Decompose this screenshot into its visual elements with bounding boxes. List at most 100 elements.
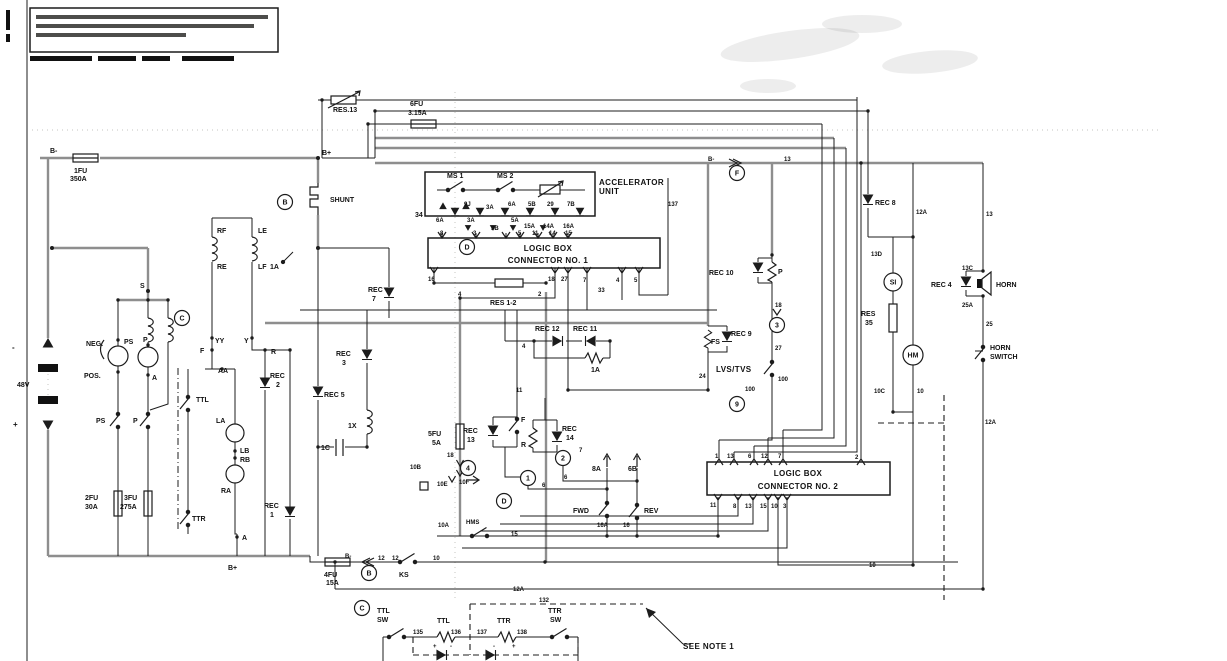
label-rev-106: REV	[644, 508, 659, 515]
label-fs-114: FS	[711, 339, 720, 346]
label-rf-30: RF	[217, 228, 227, 235]
neg-bracket	[99, 339, 105, 360]
label-15a-157: 15A	[326, 580, 339, 587]
label-re-31: RE	[217, 264, 227, 271]
label-rec-80: REC	[336, 351, 351, 358]
contactor-coil-ra	[225, 464, 245, 484]
label-13-125: 13	[784, 157, 791, 163]
resistor-res1-2	[494, 278, 524, 288]
coil-rf-re	[211, 236, 218, 262]
resistor-p	[767, 261, 777, 283]
label-11-109: 11	[516, 388, 523, 394]
switch-rev	[628, 502, 640, 521]
label---172: -	[493, 644, 495, 650]
diode-rec12	[552, 335, 564, 347]
resistor-res35	[888, 303, 898, 333]
label-12-159: 12	[392, 556, 399, 562]
label-7-71: 7	[583, 278, 587, 284]
label-rb-21: RB	[240, 457, 250, 464]
switch-ttr-sw	[549, 627, 570, 640]
label-10-161: 10	[433, 556, 440, 562]
circled-marker-d-2: D	[458, 238, 476, 256]
label-ks-160: KS	[399, 572, 409, 579]
arrow-p-branch	[772, 308, 782, 316]
label-8a-103: 8A	[592, 466, 601, 473]
label-10-133: 10	[869, 563, 876, 569]
label-ms-1-46: MS 1	[447, 173, 463, 180]
logic1-title: LOGIC BOX	[524, 244, 573, 253]
label-3b-57: 3B	[491, 226, 499, 232]
resistor-r	[528, 427, 538, 449]
label-b--155: B-	[345, 554, 351, 560]
label-100-119: 100	[778, 377, 789, 383]
label-34-45: 34	[415, 212, 423, 219]
svg-text:9: 9	[735, 402, 739, 409]
label---168: -	[450, 644, 452, 650]
label-3a-50: 3A	[486, 205, 494, 211]
label-15-67: 15	[565, 231, 572, 237]
label-1-29: 1	[270, 512, 274, 519]
label-16a-61: 16A	[563, 224, 575, 230]
drive-motor-p	[137, 346, 159, 368]
label-shunt-44: SHUNT	[330, 197, 355, 204]
wiring-right	[462, 97, 984, 589]
label-f-37: F	[200, 348, 205, 355]
label-ms-2-47: MS 2	[497, 173, 513, 180]
label-5a-58: 5A	[511, 218, 519, 224]
label-16-68: 16	[428, 277, 435, 283]
label-12a-127: 12A	[916, 210, 928, 216]
accelerator-label-1: ACCELERATOR	[599, 178, 664, 187]
label-27-70: 27	[561, 277, 568, 283]
label-13d-128: 13D	[871, 252, 883, 258]
label-7-147: 7	[778, 454, 782, 460]
wiring-top	[300, 99, 868, 556]
label-3-15a-43: 3.15A	[408, 110, 427, 117]
label-4-113: 4	[522, 344, 526, 350]
label-48v-4: 48V	[17, 382, 30, 389]
label-1c-84: 1C	[321, 445, 330, 452]
label-4-74: 4	[458, 292, 462, 298]
logic2-subtitle: CONNECTOR NO. 2	[758, 482, 839, 491]
label-neg--6: NEG.	[86, 341, 103, 348]
label-2-75: 2	[538, 292, 542, 298]
diode-rec11	[584, 335, 596, 347]
label-rec-26: REC	[270, 373, 285, 380]
smudges	[720, 15, 978, 93]
switch-ps	[109, 411, 121, 430]
diode-rec2	[259, 377, 271, 389]
label-18-121: 18	[775, 303, 782, 309]
switch-horn	[974, 344, 986, 363]
label-13c-135: 13C	[962, 266, 974, 272]
label-15a-59: 15A	[524, 224, 536, 230]
meter-hm: HM	[902, 344, 924, 366]
svg-text:SI: SI	[890, 280, 897, 287]
label-132-177: 132	[539, 598, 550, 604]
svg-text:4: 4	[466, 466, 470, 473]
label-14-66: 14	[549, 231, 556, 237]
label-1fu-1: 1FU	[74, 168, 87, 175]
junction-dots	[50, 98, 985, 591]
switch-fwd	[598, 500, 610, 519]
label-5b-52: 5B	[528, 202, 536, 208]
label-16-108: 16	[623, 523, 630, 529]
label-rec-91: REC	[562, 426, 577, 433]
label-horn-140: HORN	[990, 345, 1011, 352]
label-rec-12-110: REC 12	[535, 326, 560, 333]
power-bus-wiring	[40, 136, 983, 562]
diode-rec4	[960, 276, 972, 288]
label-rec-9-115: REC 9	[731, 331, 752, 338]
label-1x-83: 1X	[348, 423, 357, 430]
label-275a-17: 275A	[120, 504, 137, 511]
label-b--0: B-	[50, 148, 58, 155]
label-3-81: 3	[342, 360, 346, 367]
diode-rec5	[312, 386, 324, 398]
coil-p-motor	[147, 317, 154, 343]
label-ttr-171: TTR	[497, 618, 511, 625]
label-rec-10-122: REC 10	[709, 270, 734, 277]
label-7-79: 7	[372, 296, 376, 303]
switch-p	[139, 411, 151, 430]
label-p-9: P	[143, 337, 148, 344]
label-10e-95: 10E	[437, 482, 448, 488]
